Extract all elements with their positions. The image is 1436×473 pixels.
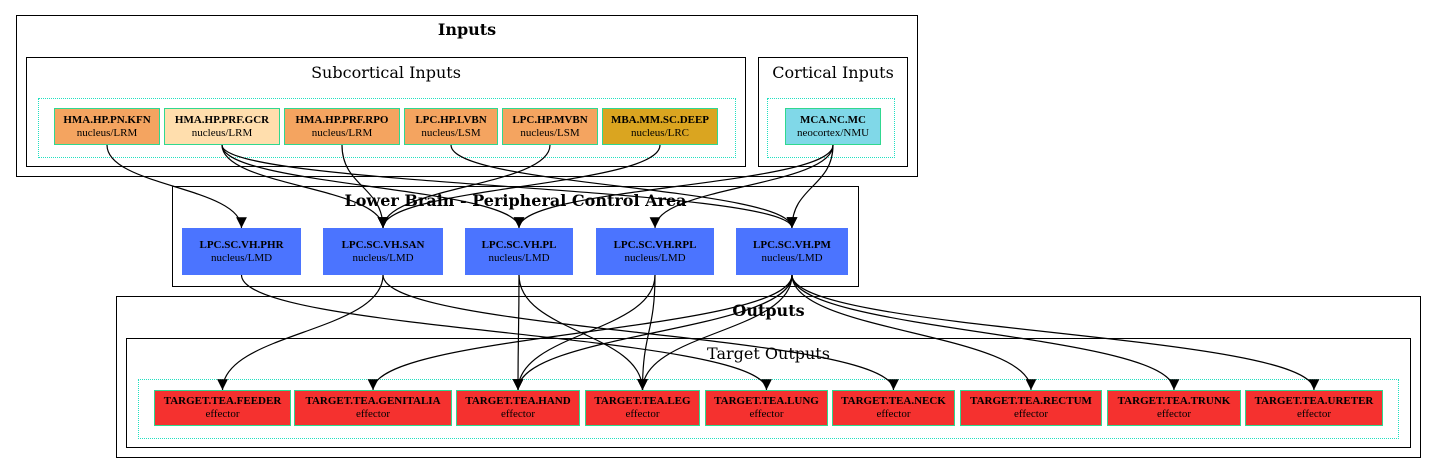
node-lvbn-name: LPC.HP.LVBN <box>415 113 487 126</box>
node-rpo-type: nucleus/LRM <box>311 126 373 139</box>
node-pl-name: LPC.SC.VH.PL <box>481 238 557 251</box>
node-trunk-type: effector <box>1157 408 1191 420</box>
node-hand-name: TARGET.TEA.HAND <box>465 395 571 407</box>
edge-pm-to-leg <box>637 274 793 391</box>
outputs-cluster-title: Outputs <box>732 301 805 320</box>
node-san[interactable]: LPC.SC.VH.SAN nucleus/LMD <box>323 228 443 275</box>
node-rectum-type: effector <box>1014 408 1048 420</box>
inputs-cluster-title: Inputs <box>437 20 497 39</box>
node-pm-type: nucleus/LMD <box>761 251 823 264</box>
edge-pm-to-rectum <box>791 274 1037 391</box>
edge-pm-to-trunk <box>791 274 1180 391</box>
node-mvbn-name: LPC.HP.MVBN <box>512 113 588 126</box>
node-kfn-type: nucleus/LRM <box>76 126 138 139</box>
edge-gcr-to-san <box>221 144 389 229</box>
node-kfn-name: HMA.HP.PN.KFN <box>63 113 151 126</box>
node-rpl[interactable]: LPC.SC.VH.RPL nucleus/LMD <box>596 228 714 275</box>
node-leg[interactable]: TARGET.TEA.LEG effector <box>585 390 700 426</box>
node-genitalia[interactable]: TARGET.TEA.GENITALIA effector <box>294 390 452 426</box>
edge-pm-to-genitalia <box>367 274 793 391</box>
node-lung-name: TARGET.TEA.LUNG <box>714 395 819 407</box>
node-pl-type: nucleus/LMD <box>488 251 550 264</box>
node-trunk[interactable]: TARGET.TEA.TRUNK effector <box>1107 390 1241 426</box>
node-deep-type: nucleus/LRC <box>630 126 690 139</box>
node-mvbn[interactable]: LPC.HP.MVBN nucleus/LSM <box>502 108 598 145</box>
node-lung-type: effector <box>749 408 784 420</box>
node-genitalia-name: TARGET.TEA.GENITALIA <box>305 395 441 407</box>
inputs-cluster: Inputs <box>16 15 918 177</box>
node-genitalia-type: effector <box>356 408 390 420</box>
target-outputs-cluster: Target Outputs <box>126 338 1411 448</box>
subcortical-cluster: Subcortical Inputs <box>26 57 746 167</box>
edge-gcr-to-pl <box>221 144 525 229</box>
edge-deep-to-san <box>377 144 661 229</box>
node-deep[interactable]: MBA.MM.SC.DEEP nucleus/LRC <box>602 108 718 145</box>
node-feeder-type: effector <box>205 408 240 420</box>
node-ureter[interactable]: TARGET.TEA.URETER effector <box>1245 390 1383 426</box>
node-rectum[interactable]: TARGET.TEA.RECTUM effector <box>960 390 1102 426</box>
cortical-cluster-title: Cortical Inputs <box>772 63 894 82</box>
edge-pl-to-hand <box>512 274 524 391</box>
edge-pm-to-ureter <box>791 274 1320 391</box>
node-phr[interactable]: LPC.SC.VH.PHR nucleus/LMD <box>182 228 301 275</box>
node-kfn[interactable]: HMA.HP.PN.KFN nucleus/LRM <box>54 108 160 145</box>
edge-mc-to-pl <box>513 144 834 229</box>
edge-kfn-to-phr <box>106 144 247 229</box>
node-hand-type: effector <box>501 408 535 420</box>
node-gcr[interactable]: HMA.HP.PRF.GCR nucleus/LRM <box>164 108 280 145</box>
node-rpl-type: nucleus/LMD <box>624 251 686 264</box>
edge-gcr-to-pm <box>221 144 798 229</box>
node-ureter-type: effector <box>1297 408 1331 420</box>
edge-mc-to-pm <box>786 144 834 229</box>
subcortical-cluster-title: Subcortical Inputs <box>311 63 461 82</box>
subcortical-group <box>38 98 736 158</box>
node-leg-type: effector <box>625 408 660 420</box>
node-lvbn[interactable]: LPC.HP.LVBN nucleus/LSM <box>404 108 498 145</box>
target-outputs-cluster-title: Target Outputs <box>707 344 830 363</box>
node-neck-name: TARGET.TEA.NECK <box>841 395 946 407</box>
node-feeder[interactable]: TARGET.TEA.FEEDER effector <box>154 390 291 426</box>
node-gcr-type: nucleus/LRM <box>191 126 253 139</box>
node-gcr-name: HMA.HP.PRF.GCR <box>174 113 270 126</box>
edge-mvbn-to-san <box>377 144 551 229</box>
node-hand[interactable]: TARGET.TEA.HAND effector <box>456 390 580 426</box>
node-lung[interactable]: TARGET.TEA.LUNG effector <box>705 390 828 426</box>
node-neck[interactable]: TARGET.TEA.NECK effector <box>832 390 955 426</box>
node-lvbn-type: nucleus/LSM <box>421 126 481 139</box>
node-phr-type: nucleus/LMD <box>210 251 273 264</box>
node-trunk-name: TARGET.TEA.TRUNK <box>1117 395 1231 407</box>
node-ureter-name: TARGET.TEA.URETER <box>1254 395 1374 407</box>
node-mc-type: neocortex/NMU <box>796 126 870 139</box>
node-pm[interactable]: LPC.SC.VH.PM nucleus/LMD <box>736 228 848 275</box>
node-deep-name: MBA.MM.SC.DEEP <box>610 113 710 126</box>
node-mc-name: MCA.NC.MC <box>800 113 866 126</box>
node-rpo[interactable]: HMA.HP.PRF.RPO nucleus/LRM <box>284 108 400 145</box>
node-leg-name: TARGET.TEA.LEG <box>594 395 691 407</box>
edge-rpl-to-leg <box>637 274 656 391</box>
edge-lvbn-to-pm <box>450 144 798 229</box>
node-mc[interactable]: MCA.NC.MC neocortex/NMU <box>785 108 881 145</box>
node-neck-type: effector <box>876 408 911 420</box>
node-phr-name: LPC.SC.VH.PHR <box>199 238 284 251</box>
node-mvbn-type: nucleus/LSM <box>520 126 580 139</box>
edge-pm-to-hand <box>512 274 793 391</box>
node-rpo-name: HMA.HP.PRF.RPO <box>295 113 389 126</box>
node-pl[interactable]: LPC.SC.VH.PL nucleus/LMD <box>465 228 573 275</box>
edge-phr-to-lung <box>240 274 772 391</box>
edge-san-to-neck <box>382 274 899 391</box>
node-pm-name: LPC.SC.VH.PM <box>753 238 831 251</box>
edge-san-to-feeder <box>217 274 384 391</box>
node-feeder-name: TARGET.TEA.FEEDER <box>163 395 282 407</box>
node-san-type: nucleus/LMD <box>352 251 414 264</box>
node-san-name: LPC.SC.VH.SAN <box>341 238 425 251</box>
node-rectum-name: TARGET.TEA.RECTUM <box>970 395 1092 407</box>
edge-rpo-to-san <box>341 144 389 229</box>
cortical-cluster: Cortical Inputs <box>758 57 908 167</box>
node-rpl-name: LPC.SC.VH.RPL <box>613 238 697 251</box>
edge-mc-to-rpl <box>649 144 834 229</box>
